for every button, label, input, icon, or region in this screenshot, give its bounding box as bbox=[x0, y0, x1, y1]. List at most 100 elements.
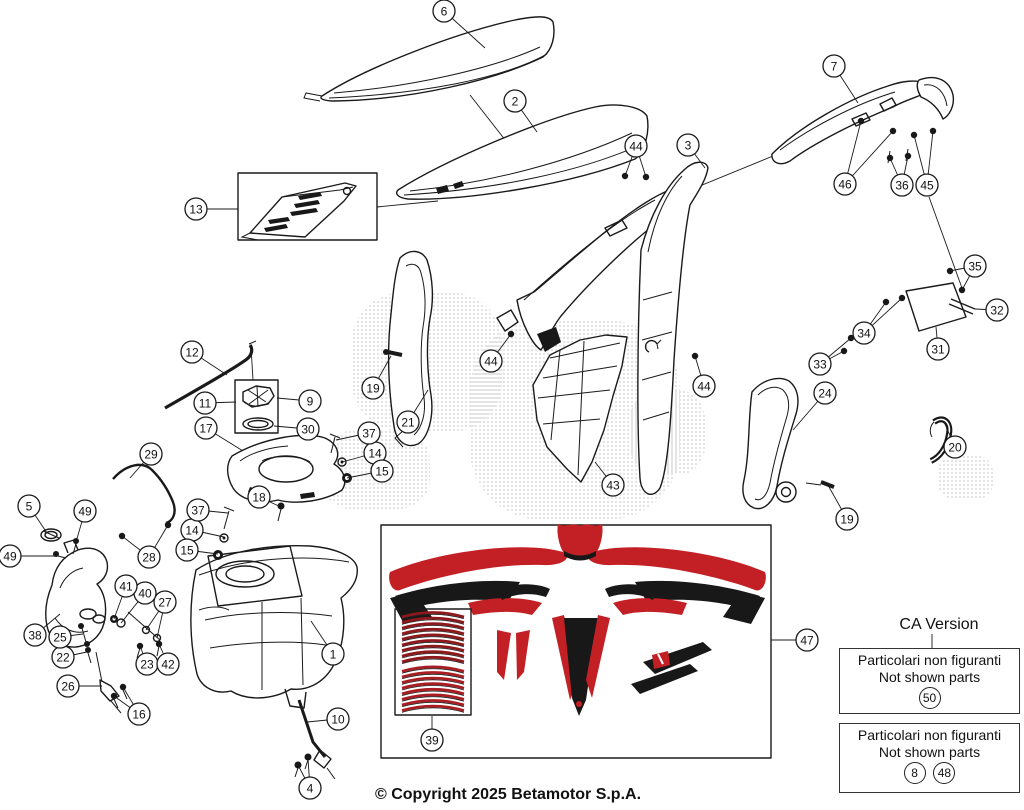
decal-front-plate bbox=[557, 524, 603, 559]
svg-text:6: 6 bbox=[441, 5, 448, 19]
svg-text:19: 19 bbox=[366, 382, 380, 396]
svg-text:15: 15 bbox=[180, 544, 194, 558]
tank-cover bbox=[226, 434, 346, 503]
callout-44: 44 bbox=[479, 349, 503, 373]
svg-text:25: 25 bbox=[53, 631, 67, 645]
callout-29: 29 bbox=[139, 442, 163, 466]
svg-text:49: 49 bbox=[78, 505, 92, 519]
svg-text:16: 16 bbox=[132, 708, 146, 722]
svg-text:36: 36 bbox=[895, 179, 909, 193]
callout-44: 44 bbox=[624, 134, 648, 158]
svg-text:9: 9 bbox=[307, 395, 314, 409]
callout-35: 35 bbox=[963, 254, 987, 278]
callout-33: 33 bbox=[808, 352, 832, 376]
fuel-tank bbox=[190, 544, 358, 699]
not-shown-text-it: Particolari non figuranti bbox=[857, 652, 1002, 668]
svg-text:24: 24 bbox=[818, 387, 832, 401]
callout-8: 8 bbox=[903, 762, 926, 784]
svg-text:40: 40 bbox=[138, 587, 152, 601]
panel-bracket bbox=[496, 309, 519, 332]
side-panel-right bbox=[637, 161, 709, 496]
callout-4: 4 bbox=[298, 776, 322, 800]
svg-text:34: 34 bbox=[857, 327, 871, 341]
svg-text:42: 42 bbox=[161, 658, 175, 672]
svg-text:37: 37 bbox=[362, 427, 376, 441]
svg-text:30: 30 bbox=[301, 423, 315, 437]
bolt bbox=[820, 480, 835, 489]
number-plate bbox=[905, 282, 967, 332]
decal-shroud-right bbox=[587, 547, 766, 624]
callout-41: 41 bbox=[114, 574, 138, 598]
svg-text:43: 43 bbox=[606, 479, 620, 493]
callout-26: 26 bbox=[56, 674, 80, 698]
not-shown-text-en: Not shown parts bbox=[878, 744, 981, 760]
fuel-cap-box bbox=[234, 379, 279, 434]
tank-strap bbox=[112, 463, 176, 525]
not-shown-text-en: Not shown parts bbox=[878, 669, 981, 685]
svg-text:35: 35 bbox=[968, 260, 982, 274]
callout-43: 43 bbox=[601, 473, 625, 497]
part-drawings bbox=[40, 16, 976, 780]
callout-21: 21 bbox=[396, 410, 420, 434]
callout-34: 34 bbox=[852, 321, 876, 345]
callout-18: 18 bbox=[247, 485, 271, 509]
hose-fitting bbox=[304, 753, 312, 761]
callout-20: 20 bbox=[943, 435, 967, 459]
svg-text:41: 41 bbox=[119, 580, 133, 594]
not-shown-parts-box-2: Particolari non figuranti Not shown part… bbox=[839, 723, 1020, 793]
callout-44: 44 bbox=[692, 374, 716, 398]
svg-text:29: 29 bbox=[144, 448, 158, 462]
callout-19: 19 bbox=[835, 507, 859, 531]
svg-text:37: 37 bbox=[191, 504, 205, 518]
svg-text:44: 44 bbox=[484, 355, 498, 369]
callout-45: 45 bbox=[915, 173, 939, 197]
svg-text:20: 20 bbox=[948, 441, 962, 455]
ca-version-title: CA Version bbox=[899, 616, 979, 633]
callout-37: 37 bbox=[186, 498, 210, 522]
callout-22: 22 bbox=[51, 645, 75, 669]
svg-text:44: 44 bbox=[629, 140, 643, 154]
not-shown-parts-box-1: Particolari non figuranti Not shown part… bbox=[839, 648, 1020, 714]
callout-39: 39 bbox=[420, 728, 444, 752]
bolt bbox=[387, 350, 403, 357]
svg-text:39: 39 bbox=[425, 734, 439, 748]
rear-fender bbox=[771, 80, 931, 165]
callout-3: 3 bbox=[676, 133, 700, 157]
cap-gasket bbox=[242, 417, 274, 431]
callout-14: 14 bbox=[180, 518, 204, 542]
callout-25: 25 bbox=[48, 625, 72, 649]
svg-text:28: 28 bbox=[142, 551, 156, 565]
callout-6: 6 bbox=[432, 0, 456, 23]
callout-47: 47 bbox=[795, 628, 819, 652]
callout-16: 16 bbox=[127, 702, 151, 726]
svg-text:15: 15 bbox=[375, 465, 389, 479]
frame-guard bbox=[742, 377, 799, 510]
decal-shroud-left bbox=[389, 547, 568, 624]
svg-text:5: 5 bbox=[26, 500, 33, 514]
seat-lower bbox=[395, 104, 649, 200]
callout-14: 14 bbox=[363, 441, 387, 465]
callout-49: 49 bbox=[0, 544, 22, 568]
svg-text:12: 12 bbox=[185, 346, 199, 360]
svg-text:27: 27 bbox=[158, 596, 172, 610]
rim-decal-box bbox=[394, 608, 472, 716]
svg-text:19: 19 bbox=[840, 513, 854, 527]
radiator-shroud bbox=[387, 250, 434, 447]
copyright-line: © Copyright 2025 Betamotor S.p.A. bbox=[374, 786, 642, 803]
callout-7: 7 bbox=[822, 54, 846, 78]
callout-31: 31 bbox=[926, 337, 950, 361]
callout-10: 10 bbox=[326, 707, 350, 731]
callout-11: 11 bbox=[193, 391, 217, 415]
callout-46: 46 bbox=[833, 172, 857, 196]
svg-text:10: 10 bbox=[331, 713, 345, 727]
svg-text:1: 1 bbox=[330, 648, 337, 662]
svg-text:32: 32 bbox=[990, 304, 1004, 318]
svg-text:3: 3 bbox=[685, 139, 692, 153]
callout-38: 38 bbox=[23, 623, 47, 647]
callout-42: 42 bbox=[156, 652, 180, 676]
decal-fork-guard bbox=[497, 630, 511, 680]
svg-text:22: 22 bbox=[56, 651, 70, 665]
svg-text:44: 44 bbox=[697, 380, 711, 394]
not-shown-text-it: Particolari non figuranti bbox=[857, 727, 1002, 743]
